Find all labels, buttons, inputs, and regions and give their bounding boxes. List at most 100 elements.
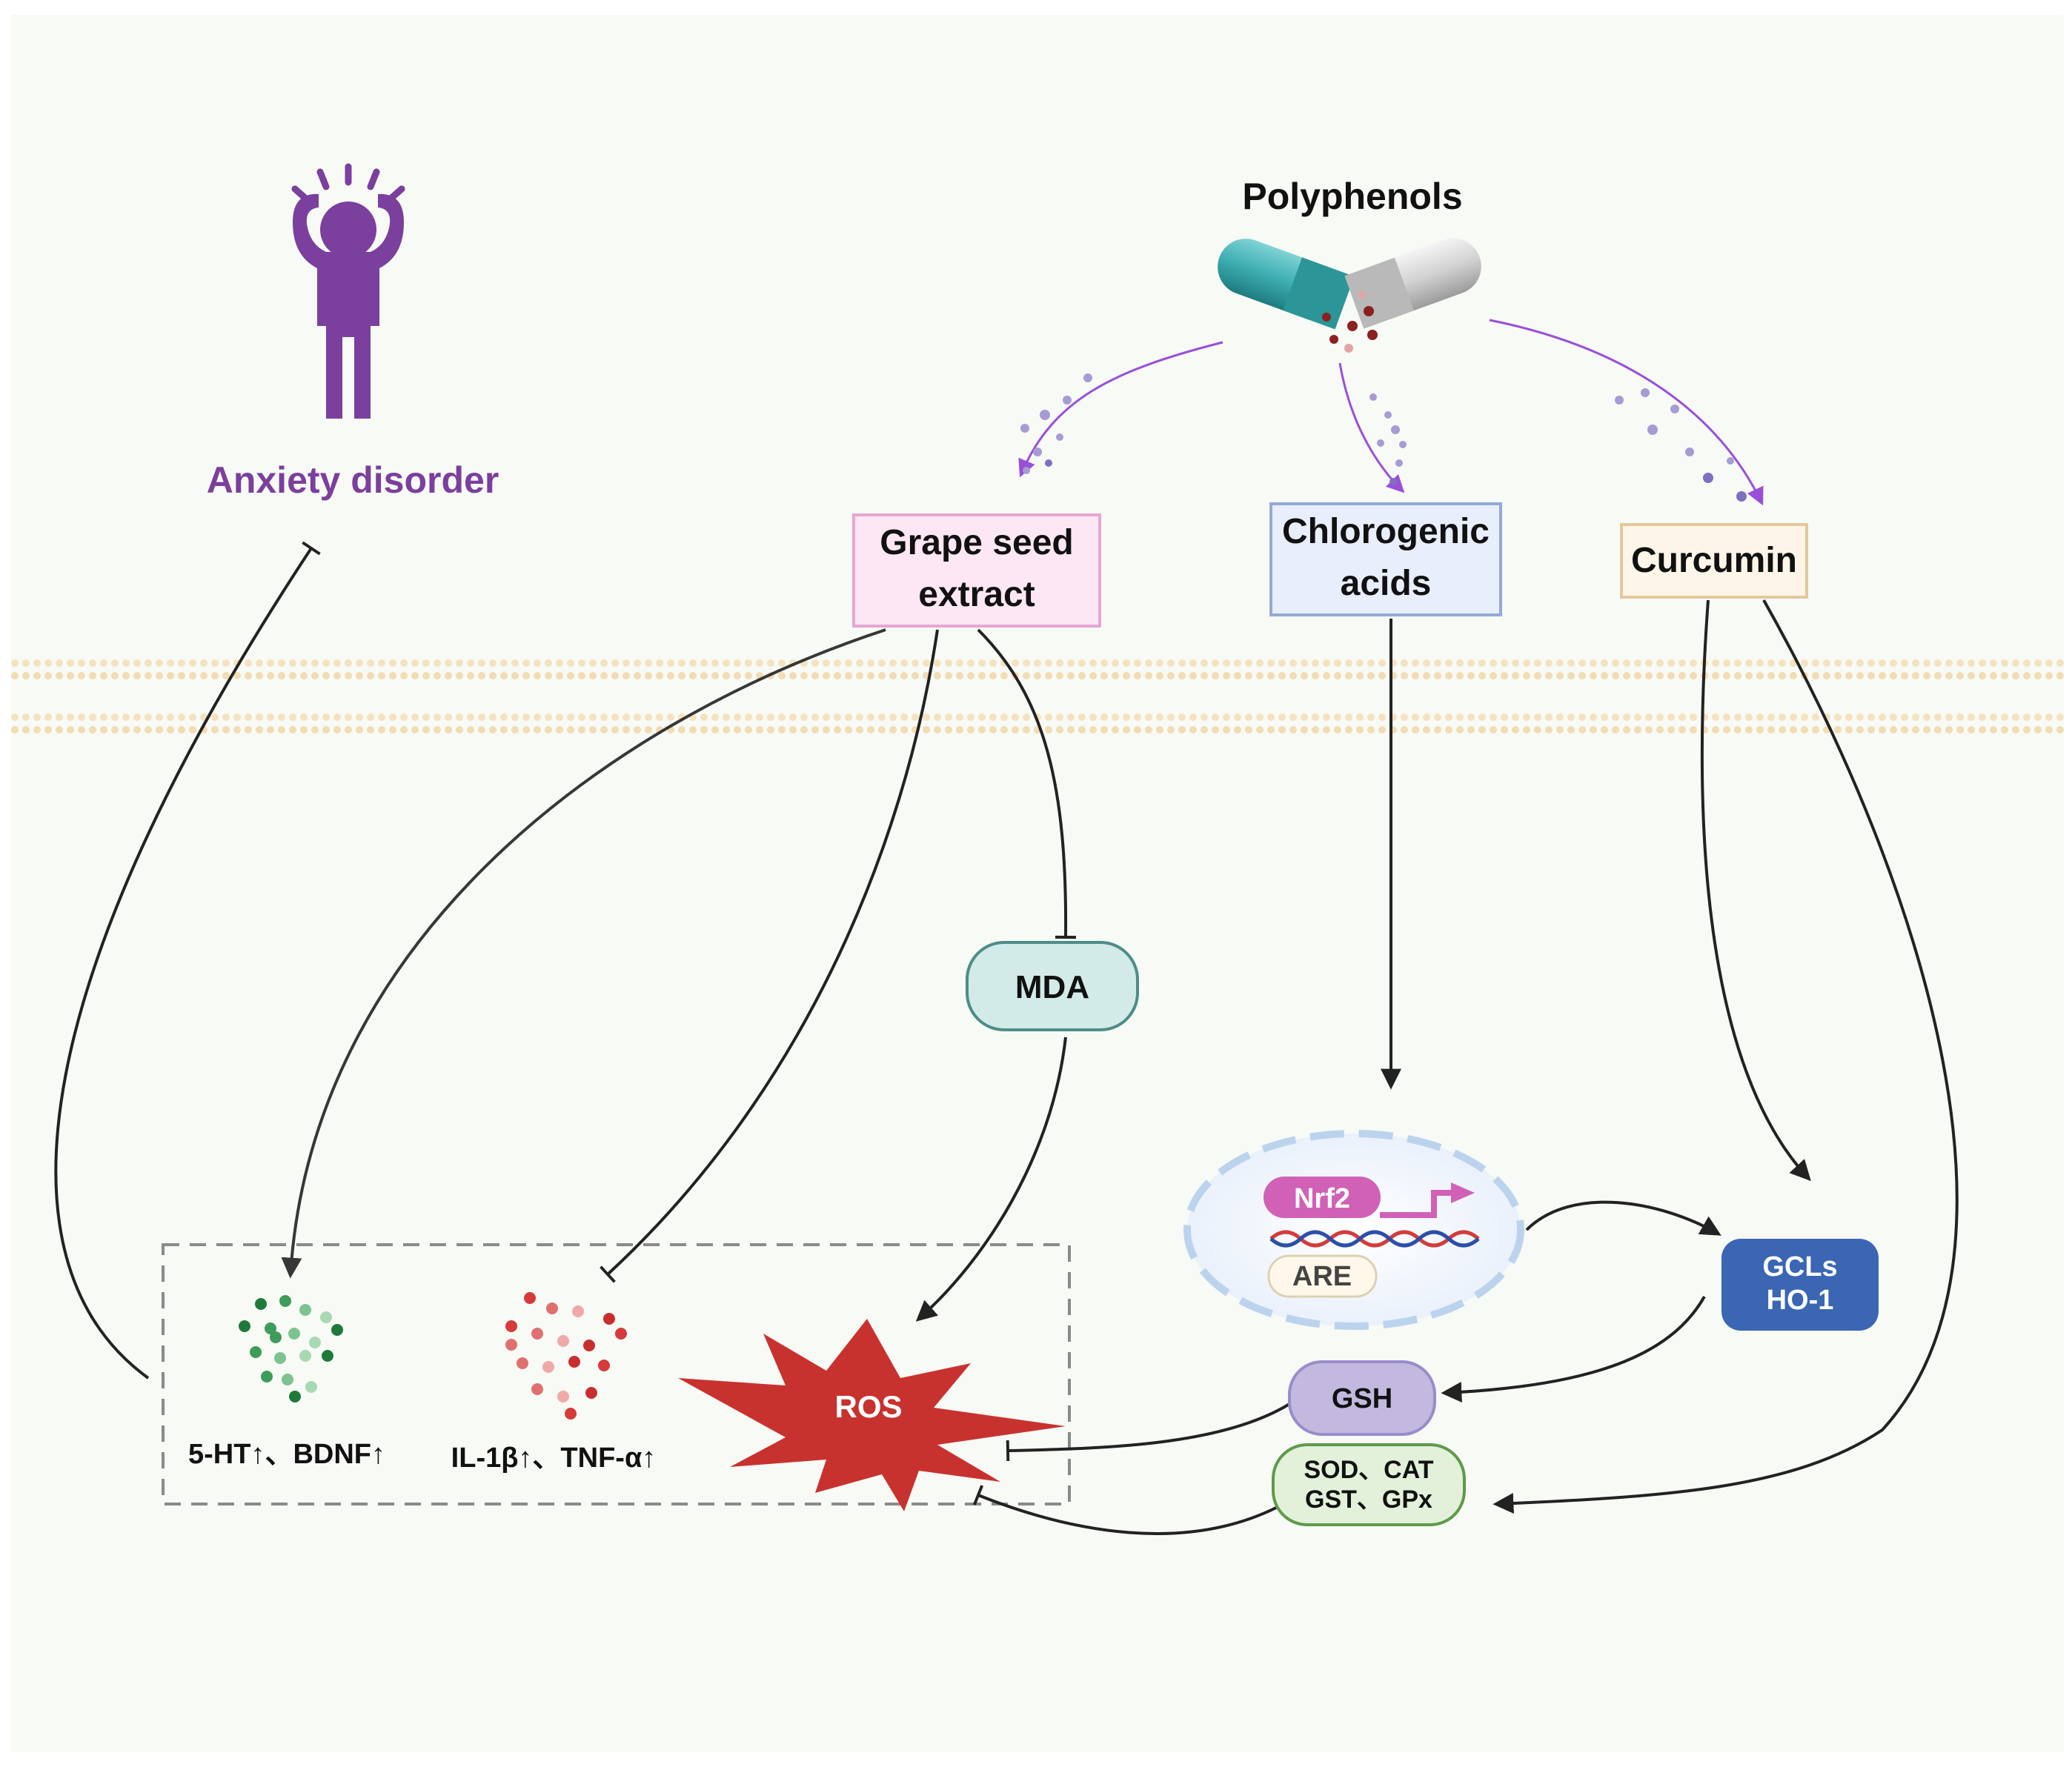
membrane-bead: [1289, 672, 1297, 679]
membrane-bead: [1767, 672, 1775, 679]
membrane-bead: [1234, 713, 1241, 721]
membrane-bead: [1867, 713, 1875, 721]
membrane-bead: [1134, 672, 1141, 679]
membrane-bead: [589, 672, 597, 679]
membrane-bead: [1412, 672, 1419, 679]
membrane-bead: [445, 726, 452, 733]
nucleus-icon: Nrf2 ARE: [1183, 1130, 1524, 1330]
membrane-bead: [67, 726, 74, 733]
membrane-bead: [256, 713, 263, 721]
membrane-bead: [345, 659, 352, 667]
membrane-bead: [100, 726, 107, 733]
membrane-bead: [1956, 713, 1964, 721]
membrane-bead: [734, 659, 741, 667]
membrane-bead: [1201, 672, 1208, 679]
membrane-bead: [1823, 672, 1830, 679]
membrane-bead: [1167, 659, 1175, 667]
membrane-bead: [356, 672, 363, 679]
membrane-bead: [1901, 726, 1908, 733]
membrane-bead: [867, 659, 874, 667]
membrane-bead: [1212, 659, 1219, 667]
membrane-bead: [1956, 659, 1964, 667]
membrane-bead: [133, 713, 141, 721]
cytokine-particle: [557, 1391, 569, 1403]
membrane-bead: [1745, 659, 1753, 667]
membrane-bead: [11, 726, 19, 733]
membrane-bead: [1323, 726, 1330, 733]
membrane-bead: [1956, 726, 1964, 733]
membrane-bead: [56, 672, 63, 679]
membrane-bead: [1334, 713, 1341, 721]
membrane-bead: [1501, 726, 1508, 733]
membrane-bead: [1490, 659, 1497, 667]
membrane-bead: [889, 713, 897, 721]
membrane-bead: [356, 726, 363, 733]
membrane-bead: [1645, 726, 1653, 733]
membrane-bead: [1156, 659, 1163, 667]
membrane-bead: [1089, 659, 1097, 667]
membrane-bead: [322, 672, 330, 679]
membrane-bead: [1556, 713, 1564, 721]
mda-label: MDA: [1015, 969, 1089, 1005]
membrane-bead: [1034, 659, 1041, 667]
membrane-bead: [300, 713, 308, 721]
membrane-bead: [233, 726, 241, 733]
membrane-bead: [956, 672, 963, 679]
membrane-bead: [1201, 713, 1208, 721]
membrane-bead: [1245, 659, 1252, 667]
membrane-bead: [1156, 672, 1163, 679]
membrane-bead: [1278, 726, 1286, 733]
membrane-bead: [567, 672, 574, 679]
membrane-bead: [1779, 672, 1786, 679]
gcls-label-line2: HO-1: [1767, 1285, 1834, 1316]
membrane-bead: [1378, 672, 1386, 679]
membrane-bead: [1100, 726, 1108, 733]
membrane-bead: [1556, 672, 1564, 679]
membrane-bead: [1545, 672, 1553, 679]
membrane-bead: [489, 726, 497, 733]
membrane-bead: [345, 726, 352, 733]
membrane-bead: [1567, 713, 1575, 721]
membrane-bead: [1312, 726, 1319, 733]
membrane-bead: [912, 713, 919, 721]
membrane-bead: [1834, 672, 1842, 679]
membrane-bead: [389, 672, 396, 679]
membrane-bead: [1779, 726, 1786, 733]
cytokine-effects-label: IL-1β↑、TNF-α↑: [451, 1443, 657, 1474]
membrane-bead: [1456, 713, 1464, 721]
membrane-bead: [111, 713, 119, 721]
membrane-bead: [600, 672, 608, 679]
membrane-bead: [511, 713, 519, 721]
membrane-bead: [145, 713, 152, 721]
membrane-bead: [1323, 659, 1330, 667]
membrane-bead: [1812, 672, 1819, 679]
membrane-bead: [1912, 713, 1919, 721]
membrane-bead: [1445, 672, 1452, 679]
membrane-bead: [2001, 713, 2008, 721]
membrane-bead: [211, 659, 219, 667]
membrane-bead: [1378, 726, 1386, 733]
membrane-bead: [311, 726, 319, 733]
membrane-bead: [311, 659, 319, 667]
membrane-bead: [856, 726, 863, 733]
membrane-bead: [1634, 726, 1641, 733]
membrane-bead: [78, 713, 85, 721]
membrane-bead: [1456, 659, 1464, 667]
membrane-bead: [1812, 659, 1819, 667]
membrane-bead: [1100, 659, 1108, 667]
membrane-bead: [1278, 659, 1286, 667]
membrane-bead: [1867, 659, 1875, 667]
membrane-bead: [1934, 726, 1942, 733]
membrane-bead: [1890, 726, 1897, 733]
membrane-bead: [1756, 726, 1764, 733]
membrane-bead: [189, 659, 196, 667]
membrane-bead: [912, 672, 919, 679]
membrane-bead: [1045, 659, 1052, 667]
membrane-bead: [1990, 672, 1997, 679]
membrane-bead: [656, 672, 663, 679]
membrane-bead: [867, 726, 874, 733]
membrane-bead: [1256, 672, 1264, 679]
neuro-particle: [320, 1311, 332, 1323]
membrane-bead: [589, 659, 597, 667]
membrane-bead: [1067, 713, 1075, 721]
